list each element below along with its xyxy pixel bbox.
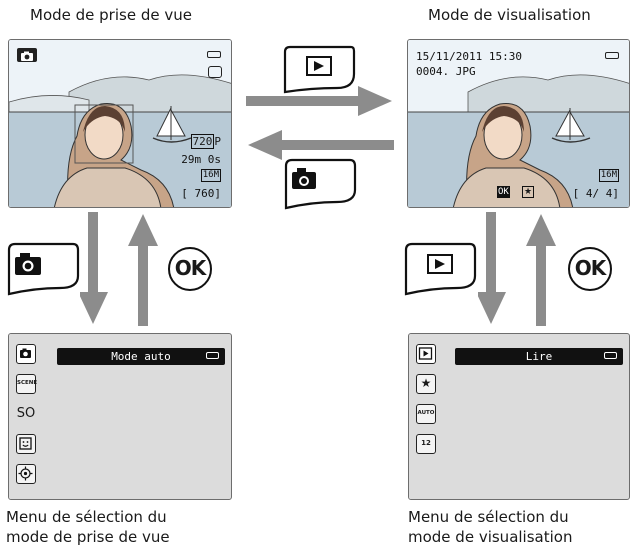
playback-button[interactable] — [281, 44, 357, 96]
auto-sort-icon-label: AUTO — [417, 410, 435, 416]
shooting-menu-arrows — [80, 212, 158, 326]
playback-mode-screen: 15/11/2011 15:30 0004. JPG 16M OK ★ [ 4/… — [407, 39, 630, 208]
shooting-mode-menu: SCENE SO Mode auto — [8, 333, 232, 500]
playback-datetime: 15/11/2011 15:30 — [416, 50, 522, 63]
playback-menu-selected-item[interactable]: Lire — [455, 348, 623, 365]
play-icon[interactable] — [416, 344, 436, 364]
shooting-menu-title: Mode auto — [111, 350, 171, 363]
subject-tracking-icon[interactable] — [16, 464, 36, 484]
battery-icon — [206, 352, 219, 359]
battery-icon — [604, 352, 617, 359]
image-size-icon: 16M — [200, 169, 221, 182]
shooting-menu-sidebar: SCENE SO — [9, 334, 43, 499]
list-by-date-icon-label: 12 — [421, 439, 431, 447]
image-counter: [ 4/ 4] — [572, 187, 619, 200]
favorites-icon[interactable]: ★ — [416, 374, 436, 394]
sport-continuous-icon[interactable]: SO — [16, 404, 36, 424]
playback-mode-caption: Mode de visualisation — [428, 6, 591, 24]
playback-menu-arrows — [478, 212, 556, 326]
playback-menu-button[interactable] — [402, 240, 478, 298]
shooting-mode-caption: Mode de prise de vue — [30, 6, 192, 24]
favorite-star-icon: ★ — [522, 186, 534, 198]
playback-scene-illustration — [408, 40, 629, 207]
playback-menu-title: Lire — [525, 350, 553, 363]
favorites-icon-label: ★ — [420, 376, 432, 390]
ok-guide-icon: OK — [497, 186, 510, 198]
camera-mode-icon — [17, 48, 37, 62]
shooting-scene-illustration — [9, 40, 231, 207]
image-size-icon: 16M — [598, 169, 619, 182]
shooting-menu-caption-line2: mode de prise de vue — [6, 528, 170, 546]
ok-button-right[interactable]: OK — [568, 247, 612, 291]
smart-portrait-icon[interactable] — [16, 434, 36, 454]
camera-icon[interactable] — [16, 344, 36, 364]
shooting-menu-button[interactable] — [5, 240, 81, 298]
scene-icon[interactable]: SCENE — [16, 374, 38, 394]
scene-icon-label: SCENE — [17, 380, 38, 386]
auto-sort-icon[interactable]: AUTO — [416, 404, 436, 424]
list-by-date-icon[interactable]: 12 — [416, 434, 436, 454]
flash-mode-icon — [208, 66, 222, 78]
shooting-mode-button[interactable] — [282, 156, 358, 212]
playback-filename: 0004. JPG — [416, 65, 476, 78]
playback-menu-sidebar: ★ AUTO 12 — [409, 334, 443, 499]
playback-menu-caption-line1: Menu de sélection du — [408, 508, 569, 526]
sport-continuous-icon-label: SO — [16, 406, 36, 421]
battery-icon — [207, 51, 221, 58]
remaining-time: 29m 0s — [181, 153, 221, 166]
video-size-suffix: P — [214, 135, 221, 148]
video-size-value: 720 — [190, 134, 215, 149]
mode-switch-arrows — [246, 86, 394, 160]
playback-mode-menu: ★ AUTO 12 Lire — [408, 333, 630, 500]
exposures-remaining: [ 760] — [181, 187, 221, 200]
battery-icon — [605, 52, 619, 59]
shooting-menu-caption-line1: Menu de sélection du — [6, 508, 167, 526]
playback-menu-caption-line2: mode de visualisation — [408, 528, 573, 546]
ok-button-left[interactable]: OK — [168, 247, 212, 291]
shooting-menu-selected-item[interactable]: Mode auto — [57, 348, 225, 365]
